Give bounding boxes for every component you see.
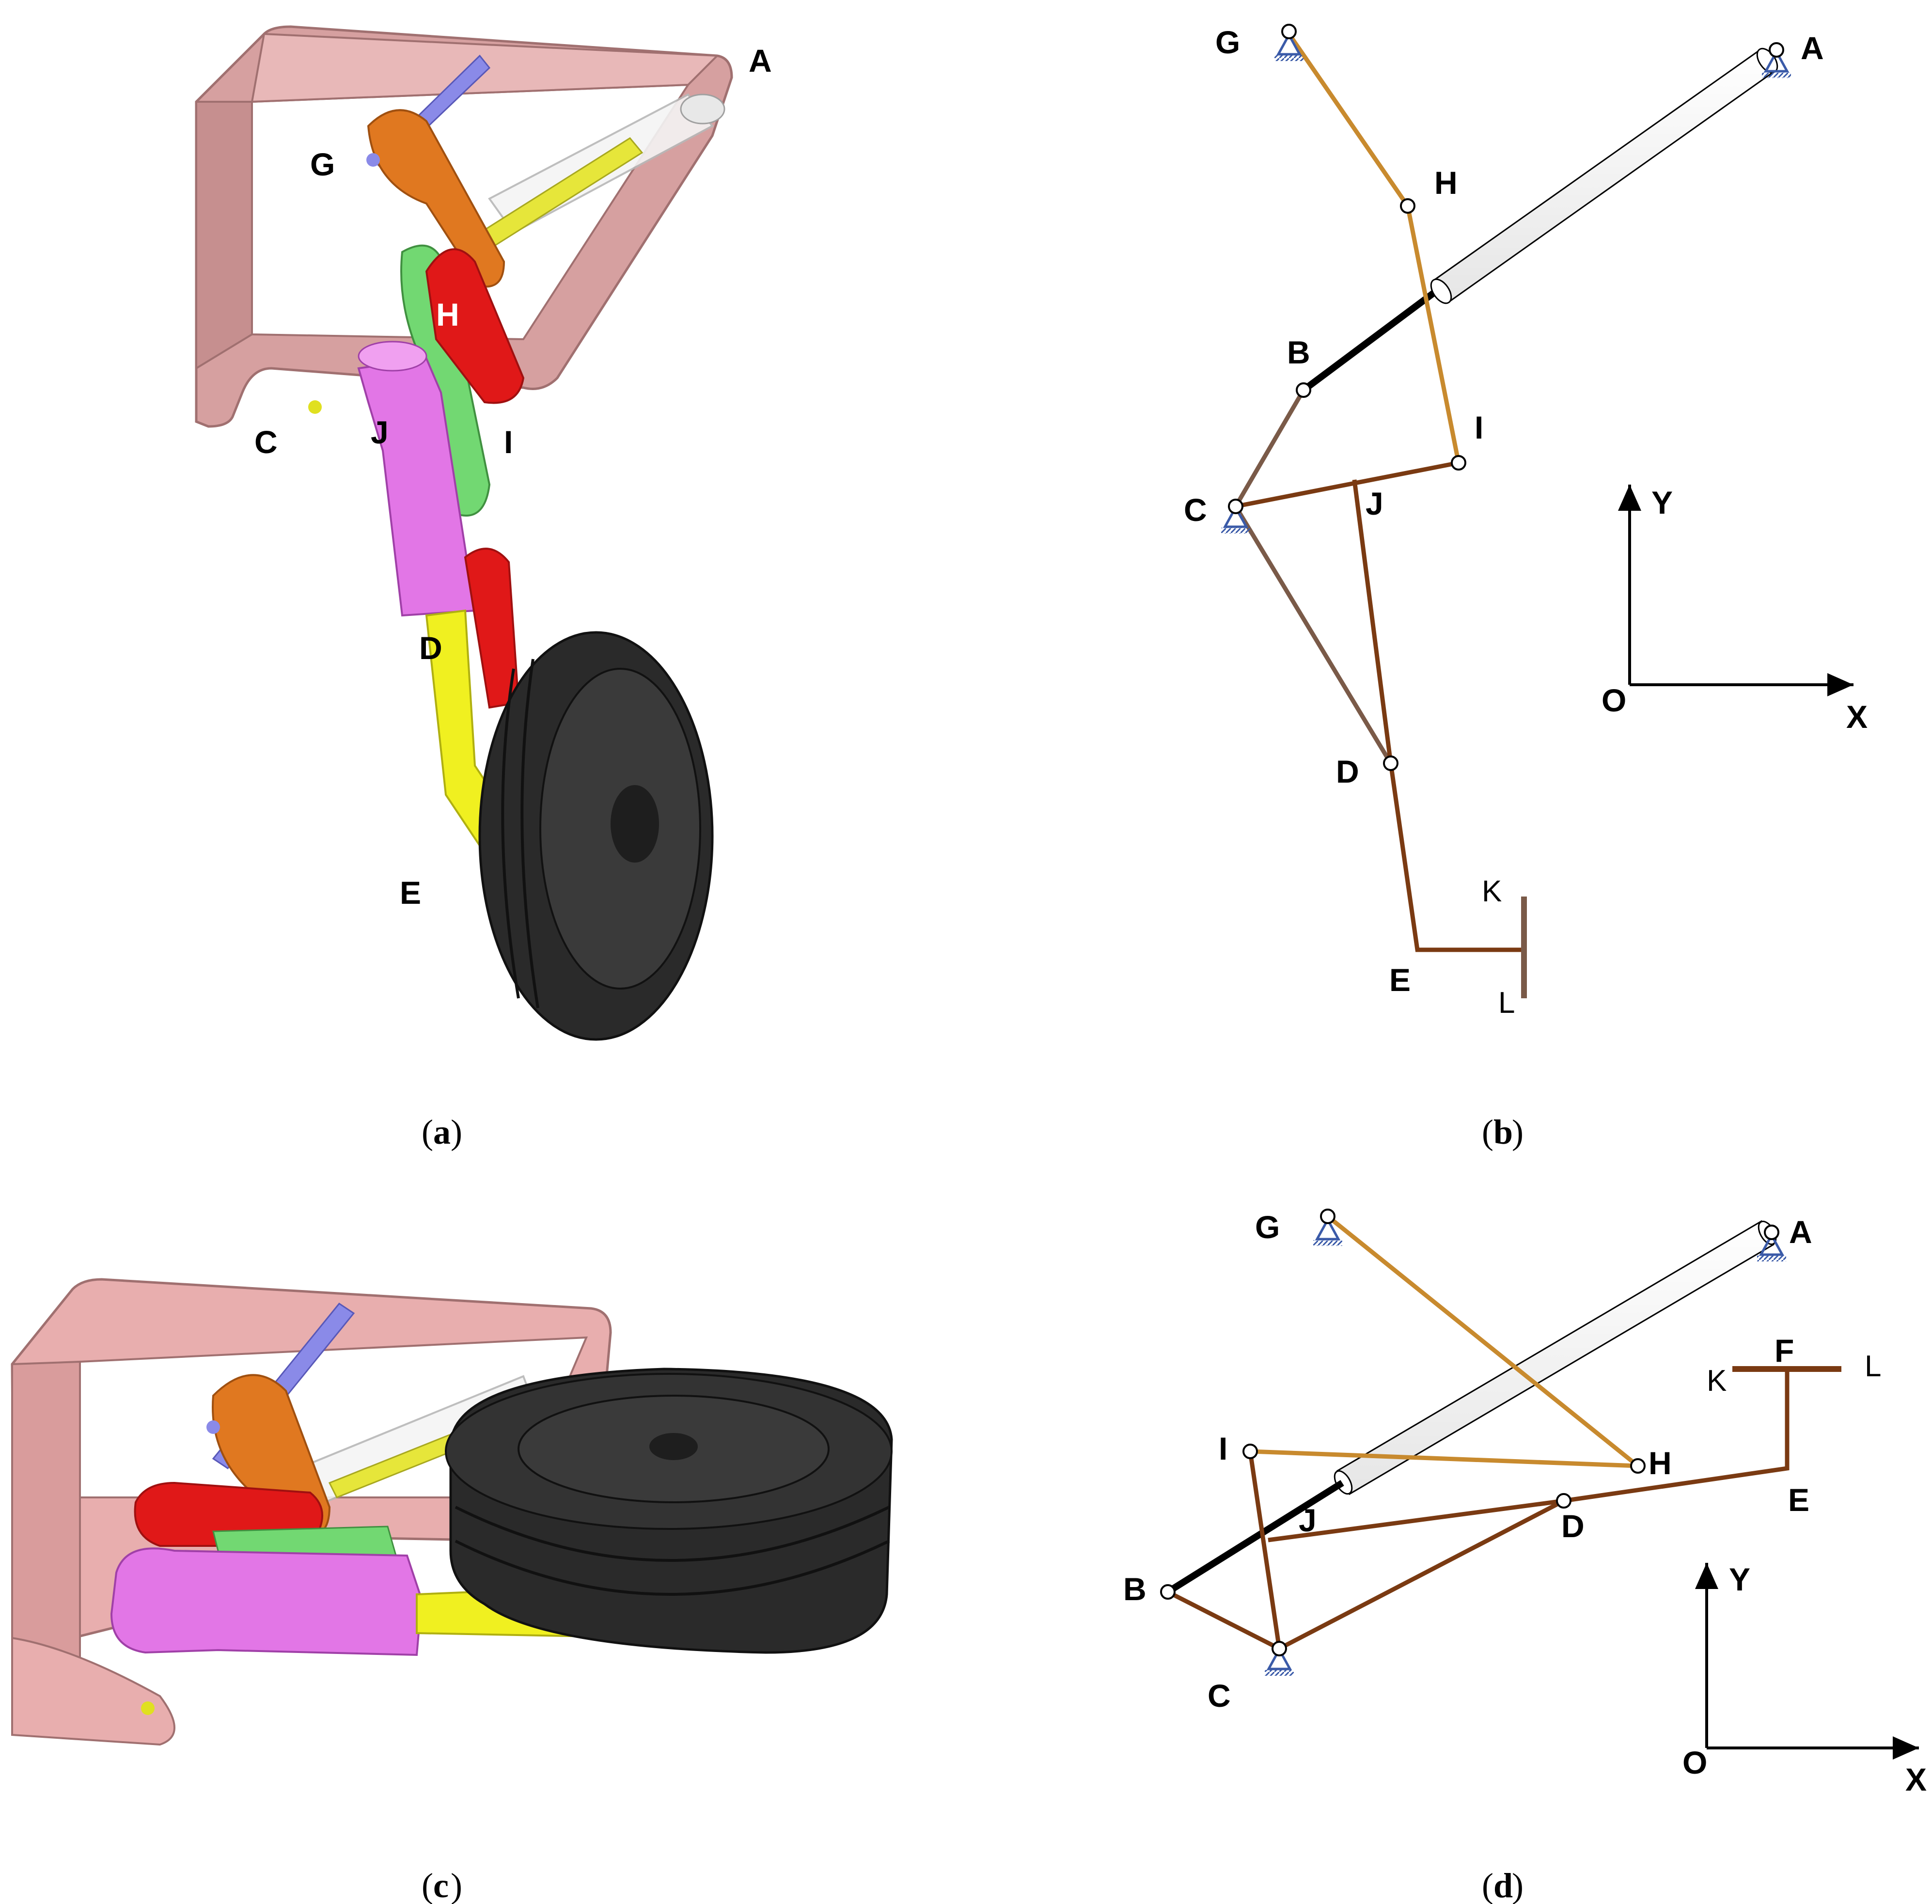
pink-strut-3d-c	[110, 1547, 423, 1656]
label-a-H: H	[436, 297, 459, 332]
link-DE-b	[1388, 763, 1524, 952]
link-CD-b	[1234, 505, 1393, 765]
label-a-C: C	[254, 424, 278, 460]
svg-text:): )	[1512, 1866, 1524, 1904]
caption-b: b	[1493, 1113, 1513, 1151]
link-BC-b	[1234, 389, 1305, 508]
label-a-I: I	[504, 424, 513, 460]
wheel-3d	[478, 631, 714, 1041]
orange-link-3d	[367, 109, 505, 288]
label-b-H: H	[1434, 165, 1458, 201]
axes-b: Y X O	[1602, 485, 1868, 735]
panel-b: G A H B I C J D E K L Y X O ( b )	[1184, 24, 1868, 1151]
support-A-d	[1757, 1232, 1786, 1261]
label-a-A: A	[749, 43, 772, 79]
label-d-K: K	[1707, 1364, 1727, 1398]
axis-d-Y: Y	[1729, 1561, 1750, 1597]
red-link-upper-3d	[425, 248, 525, 404]
label-b-J: J	[1366, 486, 1383, 521]
label-b-C: C	[1184, 492, 1207, 528]
label-d-A: A	[1789, 1214, 1812, 1250]
label-b-D: D	[1336, 754, 1359, 789]
panel-d: G A F K L I H J D E B C Y X O ( d )	[1123, 1209, 1927, 1904]
label-d-D: D	[1561, 1508, 1585, 1544]
axis-b-Y: Y	[1651, 485, 1673, 520]
green-arm-3d	[400, 244, 491, 517]
axis-d-X: X	[1905, 1762, 1927, 1797]
caption-a: a	[433, 1113, 451, 1151]
label-d-E: E	[1788, 1482, 1809, 1518]
label-d-H: H	[1649, 1445, 1672, 1481]
label-a-G: G	[310, 146, 335, 182]
piston-rod-b	[1301, 290, 1436, 393]
label-d-G: G	[1255, 1209, 1280, 1245]
label-a-J: J	[371, 414, 389, 450]
support-G-b	[1274, 32, 1304, 61]
label-a-D: D	[419, 630, 442, 666]
support-C-b	[1221, 504, 1250, 534]
link-BC-d	[1166, 1589, 1281, 1651]
panel-c: ( c )	[11, 1278, 893, 1904]
label-a-E: E	[400, 875, 421, 911]
label-b-A: A	[1801, 30, 1824, 66]
link-JD-d	[1268, 1498, 1564, 1542]
joints-d	[1160, 1209, 1779, 1656]
support-C-d	[1265, 1647, 1294, 1676]
label-d-I: I	[1219, 1431, 1227, 1466]
svg-text:): )	[451, 1113, 462, 1151]
label-b-E: E	[1389, 962, 1411, 998]
caption-d: d	[1493, 1866, 1513, 1904]
label-d-J: J	[1299, 1502, 1317, 1538]
label-d-L: L	[1865, 1350, 1881, 1383]
svg-text:(: (	[422, 1866, 433, 1904]
link-GH-d	[1326, 1214, 1639, 1468]
piston-rod-d	[1166, 1480, 1344, 1595]
link-JD-b	[1352, 479, 1393, 764]
joints-b	[1228, 24, 1784, 771]
label-b-K: K	[1482, 875, 1502, 908]
link-GH-b	[1287, 32, 1410, 207]
link-CD-d	[1278, 1499, 1565, 1651]
red-link-lower-3d	[464, 548, 520, 709]
panel-a: A G H C J I D E ( a )	[195, 25, 772, 1151]
svg-text:(: (	[1482, 1866, 1493, 1904]
caption-c: c	[433, 1866, 449, 1904]
svg-text:): )	[451, 1866, 462, 1904]
link-DEF-d	[1563, 1369, 1790, 1503]
axis-b-O: O	[1602, 682, 1626, 718]
label-d-B: B	[1123, 1571, 1147, 1607]
svg-text:): )	[1512, 1113, 1524, 1151]
support-A-b	[1762, 49, 1791, 78]
label-b-B: B	[1287, 334, 1310, 370]
actuator-cylinder-b	[1430, 47, 1778, 304]
axis-d-O: O	[1682, 1745, 1707, 1780]
label-d-F: F	[1775, 1333, 1794, 1369]
label-b-I: I	[1475, 409, 1483, 445]
link-IC-d	[1248, 1451, 1282, 1649]
link-CI-b	[1235, 460, 1459, 509]
svg-text:(: (	[422, 1113, 433, 1151]
label-d-C: C	[1208, 1678, 1231, 1714]
axis-b-X: X	[1846, 699, 1868, 735]
label-b-G: G	[1215, 24, 1240, 60]
axes-d: Y X O	[1682, 1561, 1927, 1797]
svg-text:(: (	[1482, 1113, 1493, 1151]
link-IH-d	[1250, 1449, 1638, 1468]
support-G-d	[1313, 1217, 1342, 1246]
wheel-3d-c	[445, 1368, 893, 1654]
link-HI-b	[1405, 205, 1461, 463]
label-b-L: L	[1498, 986, 1515, 1020]
